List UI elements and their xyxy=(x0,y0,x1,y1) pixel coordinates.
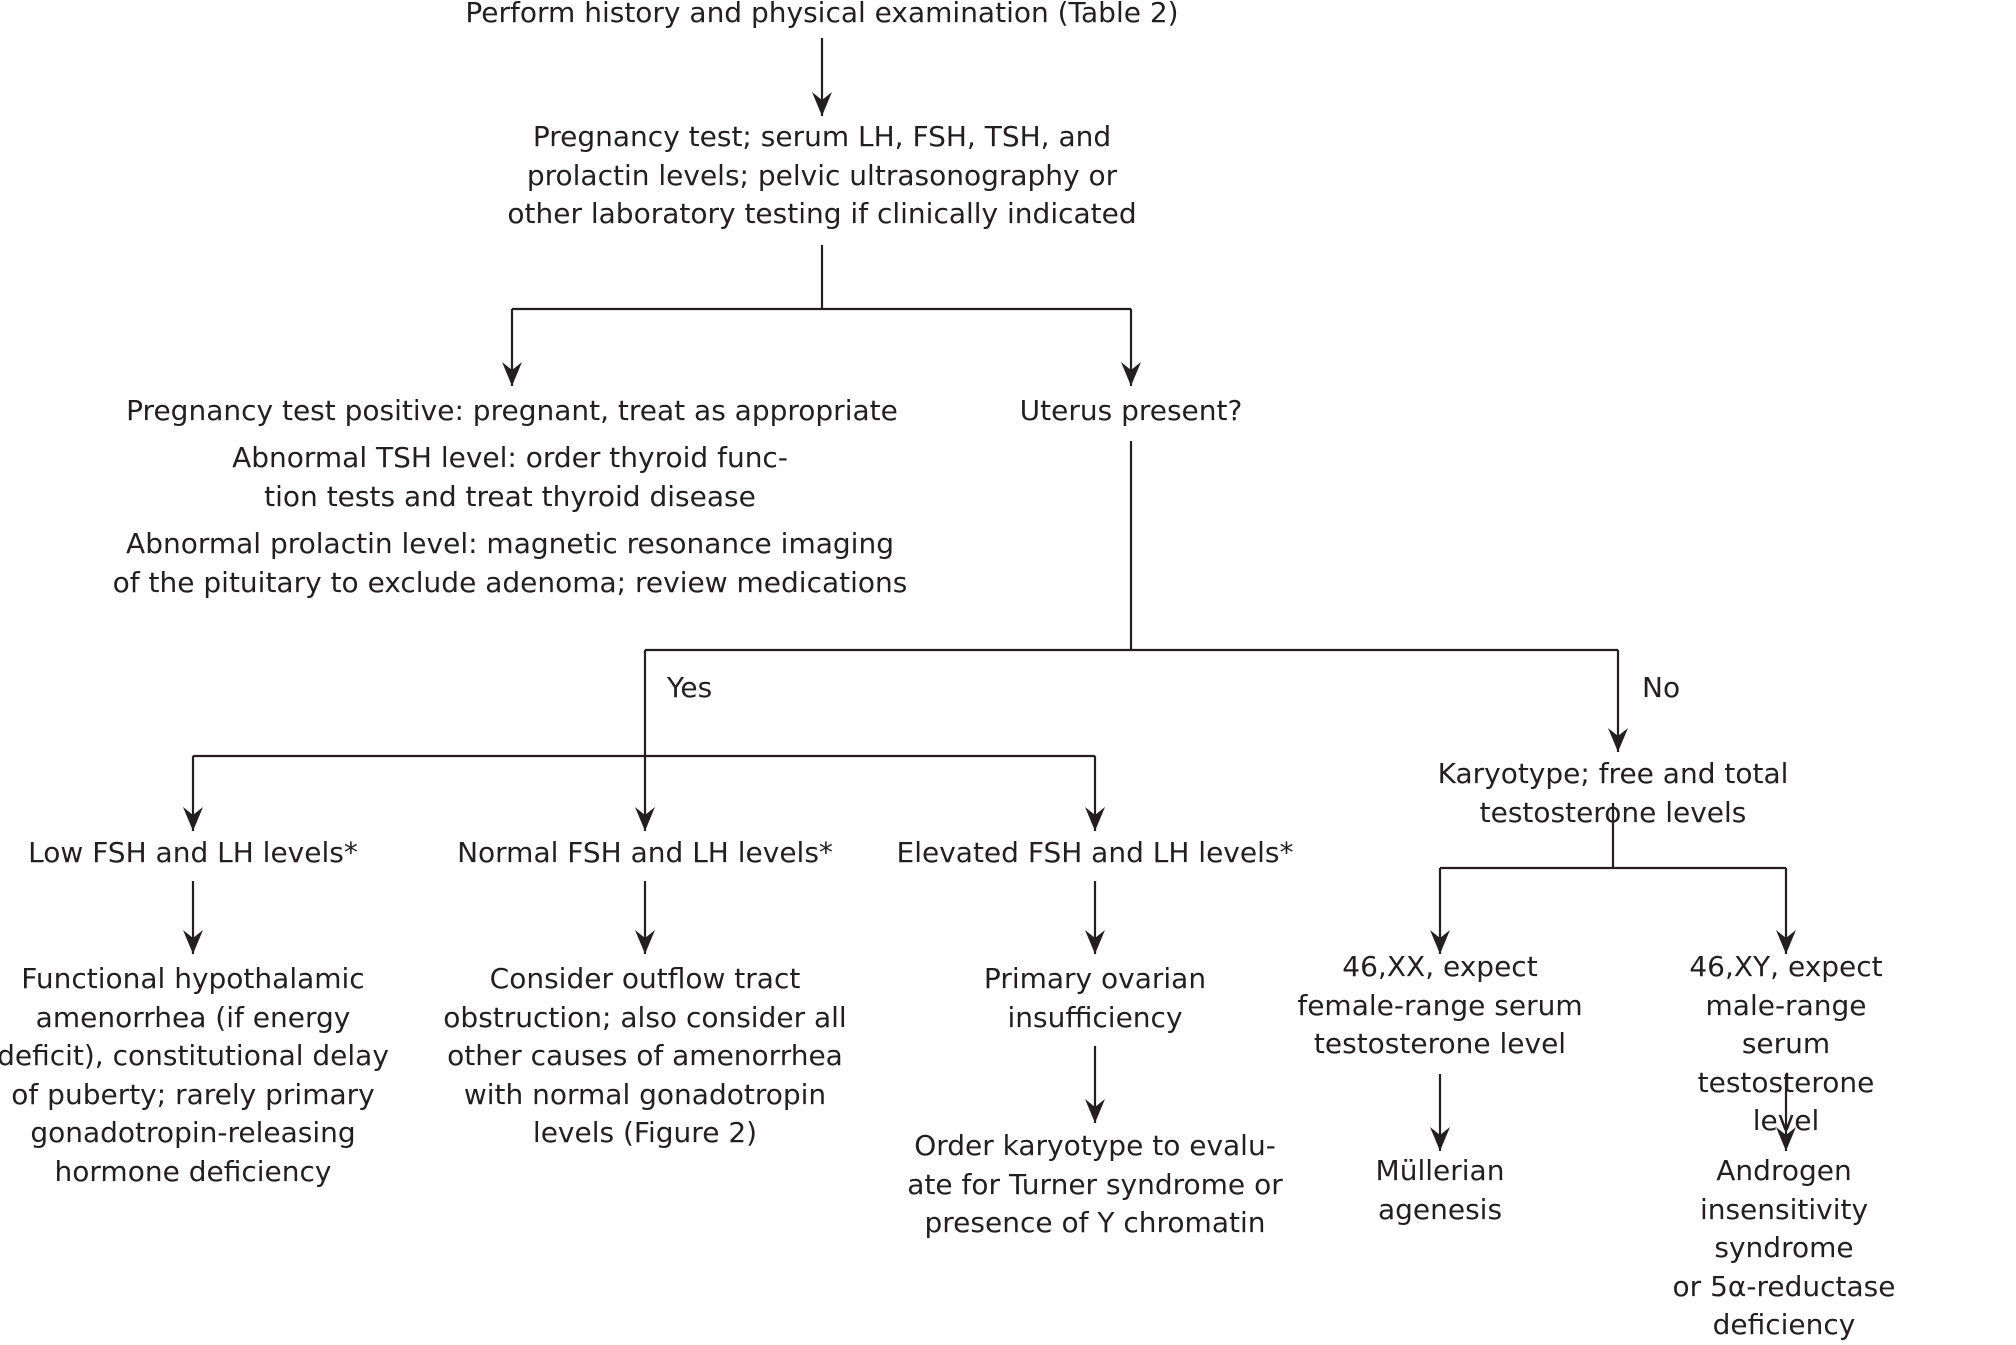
node-initial-tests: Pregnancy test; serum LH, FSH, TSH, and … xyxy=(507,120,1137,231)
node-abnormal-tsh: Abnormal TSH level: order thyroid func- … xyxy=(232,441,788,513)
connector-lines xyxy=(183,38,1796,1151)
node-normal-fsh-lh: Normal FSH and LH levels* xyxy=(457,836,833,869)
node-abnormal-prolactin: Abnormal prolactin level: magnetic reson… xyxy=(112,527,908,599)
node-order-karyotype: Order karyotype to evalu- ate for Turner… xyxy=(907,1129,1283,1240)
label-yes: Yes xyxy=(667,671,713,704)
node-uterus-present: Uterus present? xyxy=(1019,394,1243,427)
node-androgen-insensitivity: Androgen insensitivity syndrome or 5α-re… xyxy=(1672,1154,1896,1342)
node-primary-ovarian-insufficiency: Primary ovarian insufficiency xyxy=(983,962,1207,1034)
node-pregnancy-positive: Pregnancy test positive: pregnant, treat… xyxy=(126,394,898,427)
node-outflow-obstruction: Consider outflow tract obstruction; also… xyxy=(443,962,847,1150)
node-46xx: 46,XX, expect female-range serum testost… xyxy=(1297,950,1583,1061)
node-elevated-fsh-lh: Elevated FSH and LH levels* xyxy=(896,836,1294,869)
node-karyotype-testosterone: Karyotype; free and total testosterone l… xyxy=(1437,757,1789,829)
node-history-exam: Perform history and physical examination… xyxy=(465,0,1179,29)
node-functional-hypothalamic: Functional hypothalamic amenorrhea (if e… xyxy=(0,962,389,1188)
label-no: No xyxy=(1642,671,1681,704)
node-low-fsh-lh: Low FSH and LH levels* xyxy=(28,836,358,869)
node-mullerian-agenesis: Müllerian agenesis xyxy=(1375,1154,1505,1226)
node-46xy: 46,XY, expect male-range serum testoster… xyxy=(1689,950,1883,1138)
